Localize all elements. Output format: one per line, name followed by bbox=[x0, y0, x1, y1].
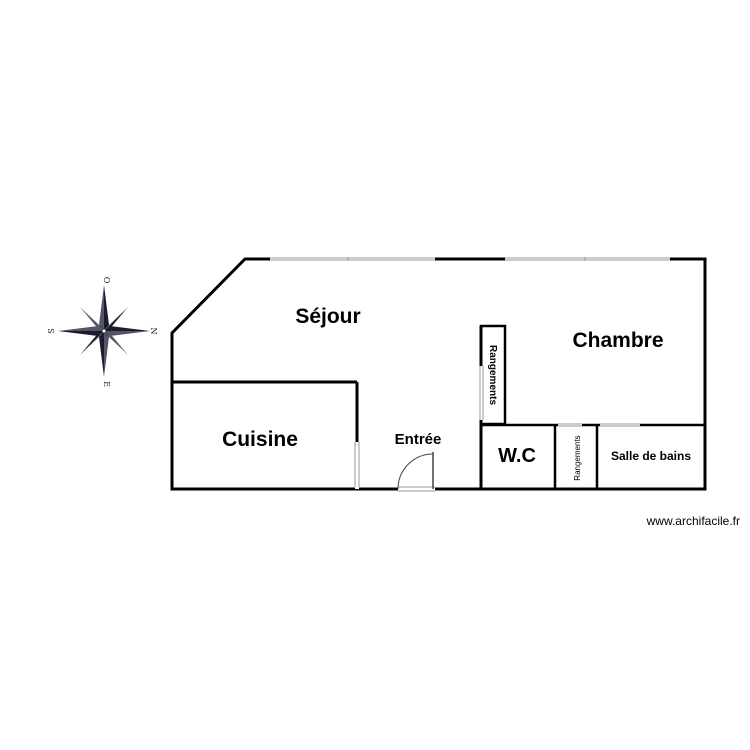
room-label-entree: Entrée bbox=[395, 431, 442, 448]
interior-openings bbox=[479, 366, 640, 427]
room-label-rangements-1: Rangements bbox=[487, 345, 498, 405]
room-label-chambre: Chambre bbox=[572, 329, 663, 352]
room-label-salle-de-bains: Salle de bains bbox=[611, 449, 691, 463]
watermark: www.archifacile.fr bbox=[646, 514, 740, 528]
entry-door-icon bbox=[397, 452, 435, 492]
compass-rose-icon: O E S N bbox=[46, 277, 158, 387]
room-label-cuisine: Cuisine bbox=[222, 428, 298, 451]
room-label-wc: W.C bbox=[498, 445, 536, 467]
compass-label-west: O bbox=[102, 277, 111, 284]
room-label-sejour: Séjour bbox=[295, 305, 360, 328]
compass-label-east: E bbox=[102, 381, 111, 387]
kitchen-walls bbox=[170, 380, 360, 489]
compass-label-south: S bbox=[46, 328, 55, 333]
room-label-rangements-2: Rangements bbox=[573, 435, 582, 480]
windows bbox=[270, 257, 670, 261]
compass-label-north: N bbox=[149, 328, 158, 335]
